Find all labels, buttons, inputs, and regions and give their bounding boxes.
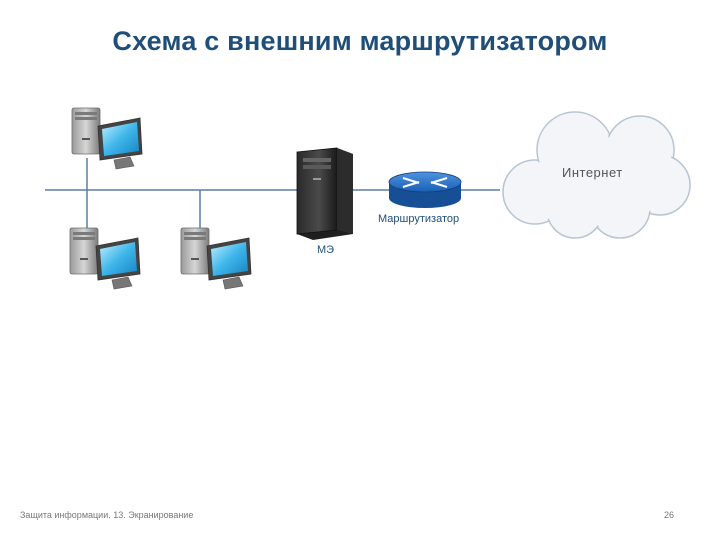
- router-label: Маршрутизатор: [378, 213, 460, 225]
- cloud-icon: [502, 111, 691, 239]
- firewall-label: МЭ: [317, 244, 335, 256]
- footer-course-title: Защита информации. 13. Экранирование: [20, 510, 194, 520]
- internet-label: Интернет: [562, 165, 623, 180]
- computer-icon: [69, 227, 141, 290]
- slide-title: Схема с внешним маршрутизатором: [112, 26, 608, 56]
- computer-icon: [71, 107, 143, 170]
- router-icon: [388, 171, 462, 208]
- computer-icon: [180, 227, 252, 290]
- page-number: 26: [664, 510, 675, 520]
- server-tower-icon: [296, 147, 353, 240]
